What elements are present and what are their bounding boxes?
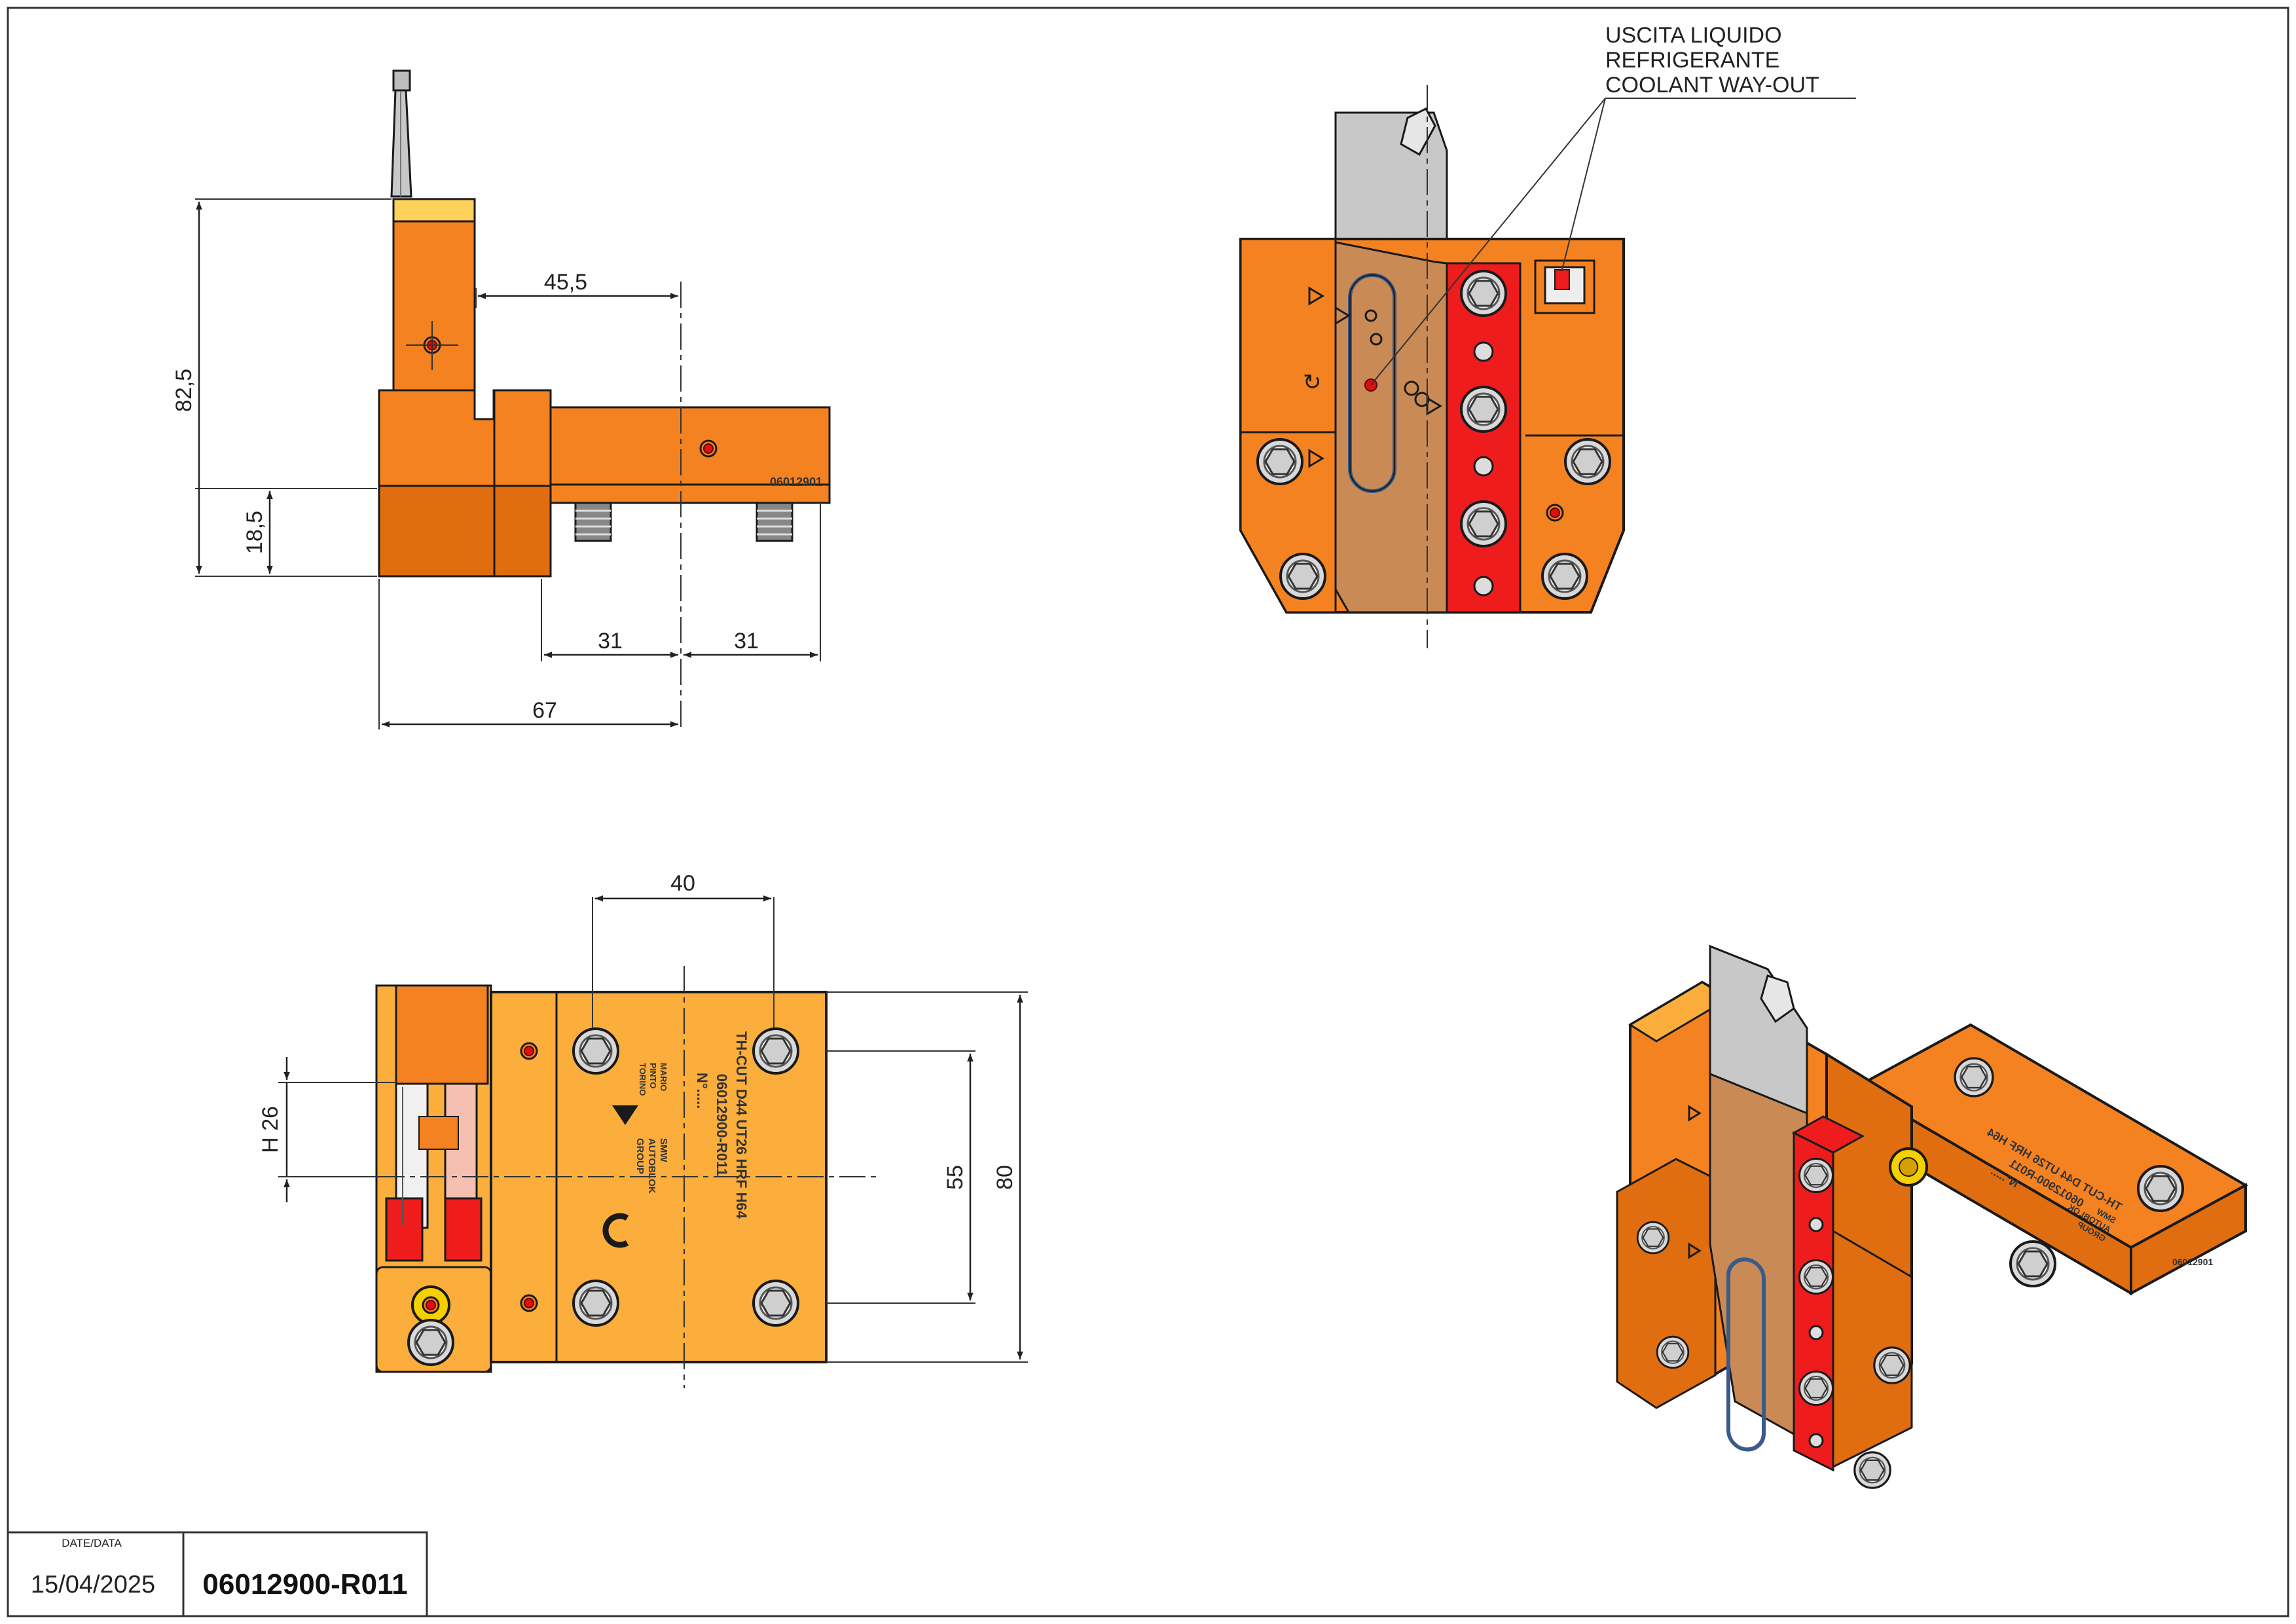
title-block: DATE/DATA 15/04/2025 06012900-R011 (7, 1531, 428, 1617)
plan-view: TH-CUT D44 UT26 HRF H64 06012900-R011 N°… (258, 871, 1028, 1388)
arm (549, 406, 831, 492)
dim-bolt-left: 31 (598, 629, 623, 654)
drawing-date: 15/04/2025 (31, 1571, 155, 1598)
cutting-blade (390, 69, 412, 198)
dim-bolt-spacing: 40 (670, 871, 695, 896)
date-label: DATE/DATA (62, 1537, 122, 1549)
plate-engraving: TH-CUT D44 UT26 HRF H64 06012900-R011 N°… (634, 1031, 750, 1219)
body-marking: 06012901 (770, 475, 822, 489)
dim-center-height: H 26 (258, 1106, 283, 1153)
dim-bolt-vertical: 55 (943, 1165, 968, 1190)
sheet-border (7, 7, 2289, 1617)
dim-overall-width: 67 (532, 698, 557, 723)
svg-text:SMW: SMW (658, 1138, 669, 1163)
drawing-code: 06012900-R011 (202, 1568, 407, 1600)
coolant-note-line-2: REFRIGERANTE (1605, 48, 1779, 73)
svg-text:AUTOBLOK: AUTOBLOK (646, 1138, 657, 1194)
upright-column (392, 220, 476, 392)
coolant-symbol-icon: ↻ (1303, 369, 1322, 396)
svg-text:TORINO: TORINO (638, 1063, 647, 1096)
svg-text:06012900-R011: 06012900-R011 (714, 1074, 730, 1177)
isometric-view: TH-CUT D44 UT26 HRF H64 06012900-R011 N°… (1616, 944, 2249, 1489)
svg-text:GROUP: GROUP (634, 1138, 646, 1174)
maker-logo-icon (612, 1105, 638, 1125)
brand-logo-icon (602, 1213, 629, 1248)
dim-height-base: 18,5 (242, 511, 267, 554)
svg-text:TH-CUT D44 UT26 HRF H64: TH-CUT D44 UT26 HRF H64 (733, 1031, 750, 1219)
svg-text:PINTO: PINTO (648, 1063, 658, 1089)
dim-bolt-right: 31 (734, 629, 759, 654)
mounting-bolt-left (574, 502, 612, 542)
svg-text:MARIO: MARIO (659, 1063, 668, 1091)
coolant-leader-1 (1370, 98, 1606, 386)
iso-body-marking: 06012901 (2172, 1257, 2214, 1267)
svg-text:N°.....: N°..... (694, 1073, 710, 1109)
dim-offset-center: 45,5 (544, 270, 587, 295)
coolant-leader-2 (1561, 98, 1606, 270)
red-clamp (1446, 262, 1522, 614)
blade-holder (1334, 241, 1448, 614)
dim-overall-height: 80 (993, 1165, 1017, 1190)
mounting-bolt-right (756, 502, 793, 542)
iso-blade (1709, 944, 1808, 1115)
front-view: ↻ USCITA LIQUIDO REFRIGERANTE COOLANT WA… (1239, 23, 1856, 648)
coolant-note-line-3: COOLANT WAY-OUT (1605, 73, 1819, 98)
coolant-note-line-1: USCITA LIQUIDO (1605, 23, 1782, 48)
dim-height-total: 82,5 (172, 369, 196, 412)
side-elevation-view: 06012901 82,5 18,5 45,5 31 31 (172, 69, 831, 729)
